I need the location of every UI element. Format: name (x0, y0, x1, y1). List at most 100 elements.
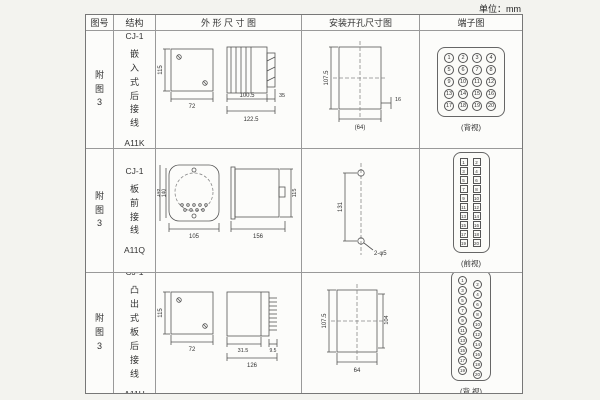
terminal-number: 4 (473, 289, 482, 299)
dim-label: 9.5 (269, 348, 276, 354)
header-fig-no: 图号 (86, 15, 114, 31)
code-label: A11K (124, 138, 145, 149)
terminal-number: 9 (459, 194, 468, 202)
terminal-number: 3 (458, 285, 467, 295)
model-label: CJ-1 (126, 273, 144, 277)
code-label: A11H (124, 389, 145, 393)
terminal-number: 19 (472, 100, 482, 111)
terminal-number: 10 (458, 76, 468, 87)
terminal-number: 14 (472, 212, 481, 220)
terminal-number: 2 (458, 52, 468, 63)
install-drawing-a11h: 107.5 104 64 (322, 284, 390, 374)
header-outline: 外 形 尺 寸 图 (156, 15, 302, 31)
terminal-number: 7 (459, 185, 468, 193)
terminal-number: 3 (472, 52, 482, 63)
terminal-number: 9 (458, 315, 467, 325)
terminal-number: 6 (473, 299, 482, 309)
fig-text: 附图3 (94, 190, 104, 229)
model-label: CJ-1 (125, 31, 144, 41)
outline-cell-row3: 115 72 31.5 9.5 126 (156, 273, 302, 393)
terminal-number: 17 (444, 100, 454, 111)
fig-label-row2: 附图3 (86, 149, 114, 273)
structure-cell-row3: CJ-1 凸出式板后接线 A11H (114, 273, 156, 393)
terminal-number: 20 (473, 369, 482, 379)
terminal-number: 13 (444, 88, 454, 99)
terminal-number: 6 (458, 64, 468, 75)
terminal-number: 5 (458, 295, 467, 305)
terminal-number: 14 (473, 339, 482, 349)
dim-label: 31.5 (237, 348, 248, 354)
terminal-number: 18 (472, 230, 481, 238)
terminal-number: 8 (486, 64, 496, 75)
dim-label: 156 (252, 234, 263, 240)
structure-label: 嵌入式后接线 (129, 48, 139, 129)
fig-text: 附图3 (94, 69, 104, 108)
terminal-number: 2 (473, 279, 482, 289)
dim-label: 105 (188, 234, 199, 240)
dim-label: 107.5 (324, 69, 330, 85)
dim-label: 35 (279, 93, 285, 99)
terminal-number: 9 (444, 76, 454, 87)
dim-label: 2-φ5 (374, 251, 387, 257)
terminal-number: 17 (458, 355, 467, 365)
terminal-number: 1 (444, 52, 454, 63)
terminal-number: 18 (458, 100, 468, 111)
terminal-number: 12 (486, 76, 496, 87)
install-cell-row2: 131 2-φ5 (302, 149, 420, 273)
terminal-number: 10 (473, 319, 482, 329)
outline-cell-row2: 149 140 105 156 115 (156, 149, 302, 273)
dim-label: 126 (246, 363, 257, 369)
install-drawing-a11k: 107.5 (64) 16 (324, 40, 401, 131)
terminal-number: 13 (458, 335, 467, 345)
dim-label: 72 (188, 104, 195, 110)
terminal-number: 2 (472, 158, 481, 166)
terminal-number: 1 (459, 158, 468, 166)
install-cell-row3: 107.5 104 64 (302, 273, 420, 393)
structure-label: 板前接线 (129, 183, 139, 236)
terminal-caption: (前视) (461, 259, 481, 268)
header-terminal: 端子图 (420, 15, 522, 31)
dim-label: 104 (384, 315, 390, 324)
install-drawing-a11q: 131 2-φ5 (338, 162, 387, 257)
dim-label: 16 (395, 97, 401, 103)
terminal-caption: (背 视) (459, 386, 483, 394)
outline-drawing-a11h: 115 72 31.5 9.5 126 (158, 291, 277, 369)
dim-label: 140 (161, 188, 167, 197)
terminal-number: 16 (473, 349, 482, 359)
terminal-number: 1 (458, 275, 467, 285)
terminal-number: 15 (458, 345, 467, 355)
dim-label: 149 (157, 188, 162, 197)
terminal-number: 19 (458, 365, 467, 375)
model-label: CJ-1 (125, 165, 144, 176)
terminal-number: 12 (472, 203, 481, 211)
terminal-number: 17 (459, 230, 468, 238)
install-cell-row1: 107.5 (64) 16 (302, 31, 420, 149)
dim-label: 100.5 (239, 93, 255, 99)
unit-label: 单位：mm (479, 4, 521, 14)
structure-cell-row1: CJ-1 嵌入式后接线 A11K (114, 31, 156, 149)
terminal-number: 6 (472, 176, 481, 184)
dim-label: 115 (158, 308, 164, 318)
terminal-number: 7 (472, 64, 482, 75)
terminal-number: 18 (473, 359, 482, 369)
dim-label: 64 (353, 368, 360, 374)
code-label: A11Q (123, 245, 146, 256)
structure-cell-row2: CJ-1 板前接线 A11Q (114, 149, 156, 273)
fig-label-row1: 附图3 (86, 31, 114, 149)
terminal-number: 4 (472, 167, 481, 175)
dimension-table: 图号 结构 外 形 尺 寸 图 安装开孔尺寸图 端子图 附图3 CJ-1 嵌入式… (85, 14, 523, 394)
terminal-number: 5 (459, 176, 468, 184)
dim-label: 115 (292, 188, 298, 197)
terminal-number: 5 (444, 64, 454, 75)
terminal-number: 19 (459, 239, 468, 247)
terminal-number: 3 (459, 167, 468, 175)
terminal-number: 8 (473, 309, 482, 319)
outline-cell-row1: 115 72 100.5 35 122.5 (156, 31, 302, 149)
dim-label: 122.5 (243, 117, 259, 123)
terminal-number: 20 (472, 239, 481, 247)
terminal-number: 15 (459, 221, 468, 229)
